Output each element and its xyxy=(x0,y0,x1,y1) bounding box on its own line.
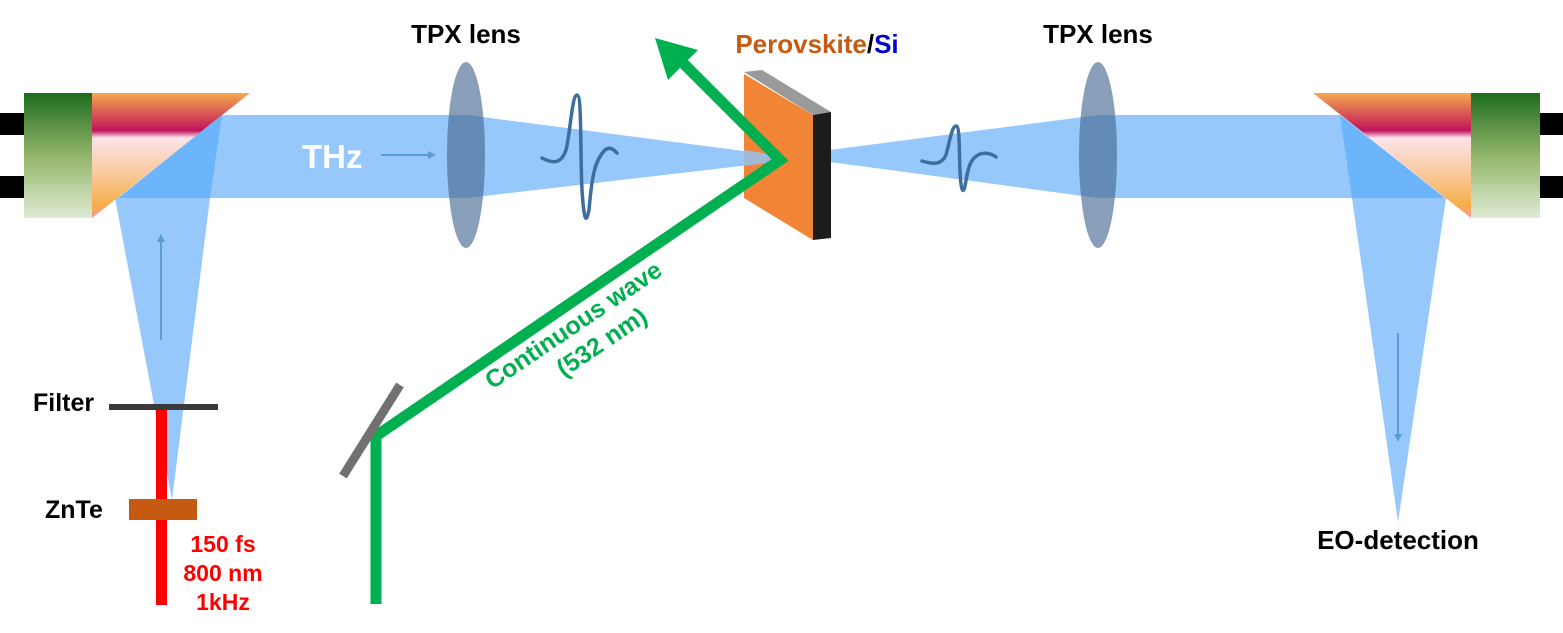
mirror-holder-left xyxy=(24,93,93,218)
tpx-lens-left-label: TPX lens xyxy=(411,19,521,49)
thz-generation-cone xyxy=(115,198,210,500)
thz-prism-overlap-right xyxy=(1340,115,1445,198)
filter-label: Filter xyxy=(33,389,94,417)
sample-top-edge xyxy=(744,70,831,115)
thz-waveform-right xyxy=(920,124,998,193)
eo-detection-label: EO-detection xyxy=(1317,525,1479,555)
znte-label: ZnTe xyxy=(45,496,103,524)
mount-bar-bottom-left xyxy=(0,176,25,198)
wavelength-label: 800 nm xyxy=(183,560,262,586)
thz-diverge-cone xyxy=(830,115,1098,198)
thz-focus-cone xyxy=(467,115,775,198)
tpx-lens-right-label: TPX lens xyxy=(1043,19,1153,49)
tpx-lens-right xyxy=(1079,62,1117,248)
rep-rate-label: 1kHz xyxy=(196,589,250,615)
filter-element xyxy=(109,404,218,410)
right-parabolic-mirror xyxy=(1313,93,1563,218)
thz-label: THz xyxy=(302,138,363,175)
perovskite-si-sample xyxy=(744,70,831,240)
pump-beam-path xyxy=(370,56,789,604)
pump-beam-arrowhead xyxy=(655,38,698,80)
si-substrate-side xyxy=(813,112,831,240)
thz-prism-overlap-left xyxy=(118,115,222,198)
pulse-duration-label: 150 fs xyxy=(190,531,255,557)
sample-label: Perovskite/Si xyxy=(735,29,898,59)
steering-mirror xyxy=(339,382,404,479)
znte-crystal xyxy=(129,499,197,520)
thz-waveform-left xyxy=(540,93,619,220)
sample-label-perovskite: Perovskite xyxy=(735,29,867,59)
mount-bar-top-right xyxy=(1538,113,1563,135)
cw-pump-beam xyxy=(370,38,789,604)
mount-bar-bottom-right xyxy=(1538,176,1563,198)
tpx-lens-left xyxy=(447,62,485,248)
sample-label-si: Si xyxy=(874,29,899,59)
sample-label-sep: / xyxy=(867,29,874,59)
mirror-holder-right xyxy=(1471,93,1540,218)
mount-bar-top-left xyxy=(0,113,25,135)
mirror-prism-right xyxy=(1313,93,1471,218)
